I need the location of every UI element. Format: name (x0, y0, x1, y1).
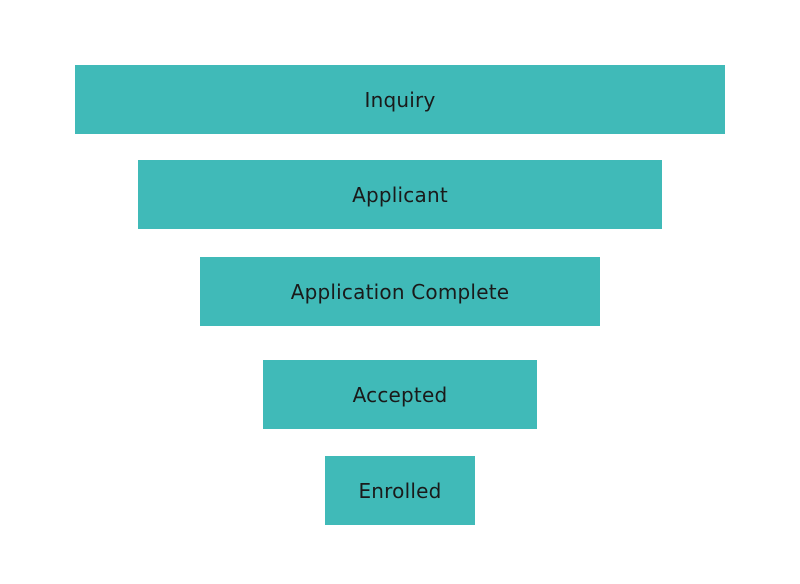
funnel-stage-label: Accepted (352, 382, 448, 407)
funnel-stage-application-complete: Application Complete (200, 257, 600, 326)
funnel-stage-enrolled: Enrolled (325, 456, 475, 525)
funnel-stage-inquiry: Inquiry (75, 65, 725, 134)
funnel-stage-label: Enrolled (358, 478, 442, 503)
funnel-stage-applicant: Applicant (138, 160, 662, 229)
funnel-stage-label: Applicant (352, 182, 448, 207)
funnel-stage-accepted: Accepted (263, 360, 537, 429)
funnel-stage-label: Inquiry (364, 87, 436, 112)
funnel-stage-label: Application Complete (290, 279, 510, 304)
